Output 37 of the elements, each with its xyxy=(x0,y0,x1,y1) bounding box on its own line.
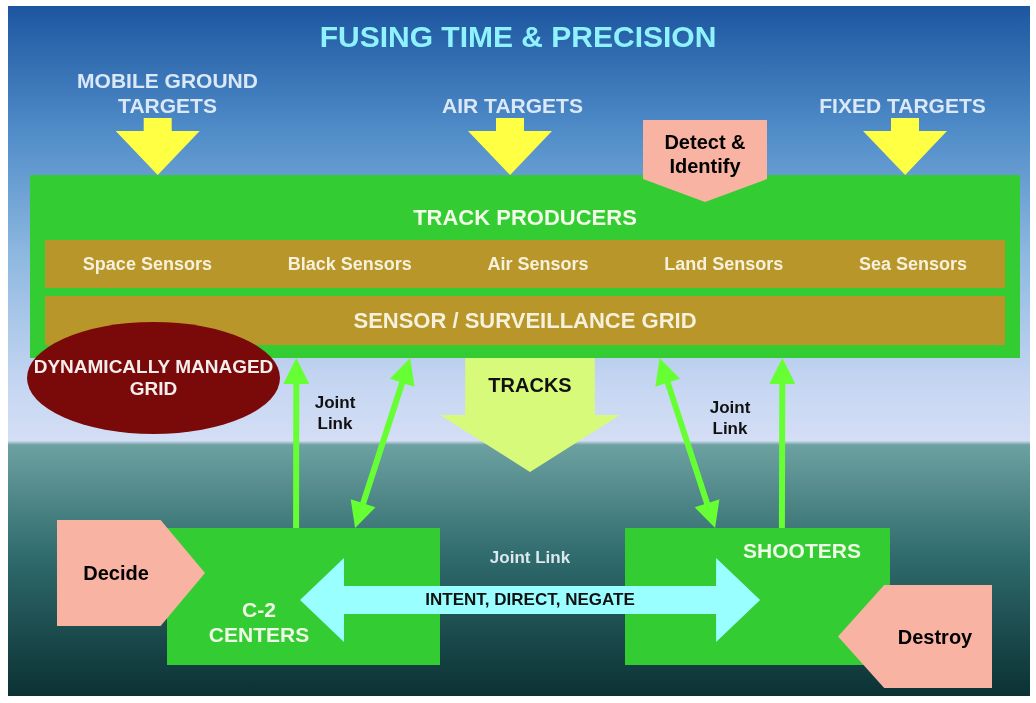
sensor-label: Space Sensors xyxy=(82,252,212,276)
grid-bar xyxy=(45,296,1005,345)
step-pentagon xyxy=(57,520,205,626)
block-arrow xyxy=(863,118,947,175)
step-pentagon xyxy=(838,585,992,688)
block-arrow xyxy=(300,558,761,643)
title: FUSING TIME & PRECISION xyxy=(318,19,718,55)
edge-label: Joint Link xyxy=(313,392,357,434)
box-title: SHOOTERS xyxy=(742,538,862,563)
block-arrow xyxy=(115,118,200,175)
sensor-band xyxy=(45,240,1005,288)
sensor-label: Sea Sensors xyxy=(859,252,968,276)
target-label: AIR TARGETS xyxy=(415,88,610,118)
target-label: MOBILE GROUND TARGETS xyxy=(45,62,290,118)
target-label: FIXED TARGETS xyxy=(790,88,1015,118)
shape-label: TRACKS xyxy=(488,373,572,398)
sensor-label: Air Sensors xyxy=(487,252,589,276)
arrow xyxy=(769,358,796,528)
box-title: C-2 CENTERS xyxy=(207,597,311,647)
block-arrow xyxy=(440,358,620,472)
block-arrow xyxy=(468,118,552,175)
link-label: Joint Link xyxy=(488,547,572,569)
edge-label: Joint Link xyxy=(708,397,752,439)
panel-heading: TRACK PRODUCERS xyxy=(412,204,638,232)
grid-ellipse xyxy=(27,322,280,434)
shape-label: DYNAMICALLY MANAGED GRID xyxy=(32,356,275,400)
arrow xyxy=(283,358,310,528)
arrow xyxy=(655,358,720,528)
edge-label: INTENT, DIRECT, NEGATE xyxy=(425,589,635,612)
shape-label: Detect & Identify xyxy=(663,130,747,178)
sensor-label: Black Sensors xyxy=(287,252,412,276)
arrow xyxy=(350,358,415,528)
shape-label: Destroy xyxy=(897,624,973,650)
grid-title: SENSOR / SURVEILLANCE GRID xyxy=(353,307,697,335)
producer-panel xyxy=(30,175,1020,358)
sensor-label: Land Sensors xyxy=(664,252,784,276)
shape-label: Decide xyxy=(83,561,149,586)
